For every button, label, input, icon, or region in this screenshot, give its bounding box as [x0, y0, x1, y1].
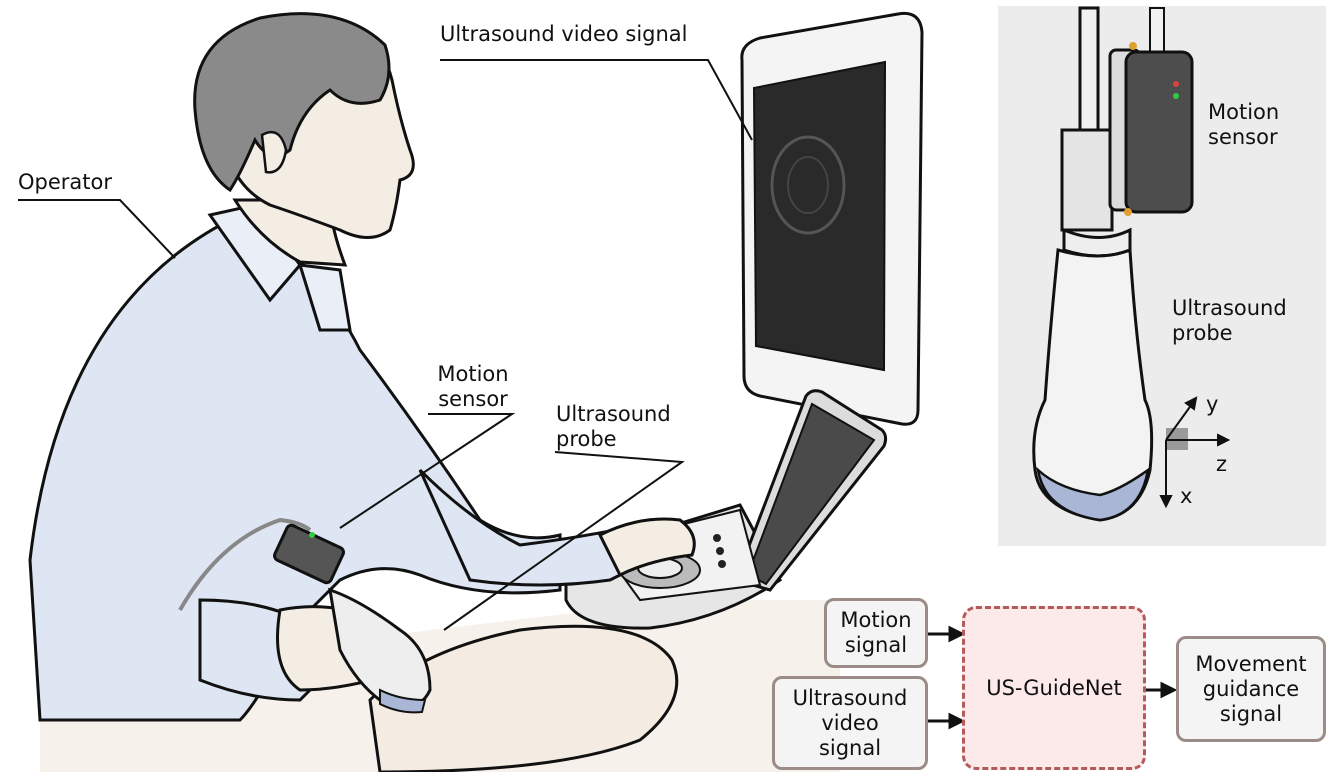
label-ultrasound-probe-main: Ultrasound probe	[556, 402, 671, 452]
motion-signal-box: Motion signal	[824, 598, 928, 668]
box-line: signal	[840, 633, 911, 658]
label-line: Ultrasound	[1172, 296, 1287, 321]
label-inset-motion-sensor: Motion sensor	[1208, 100, 1279, 150]
movement-guidance-signal-box: Movement guidance signal	[1176, 636, 1326, 742]
inset-motion-sensor	[1126, 52, 1192, 212]
box-line: signal	[793, 736, 908, 761]
label-line: probe	[556, 427, 671, 452]
label-line: sensor	[1208, 125, 1279, 150]
ultrasound-video-signal-box: Ultrasound video signal	[772, 676, 928, 770]
label-line: Ultrasound	[556, 402, 671, 427]
box-line: Movement	[1195, 652, 1306, 677]
label-line: Motion	[418, 362, 528, 387]
axis-label-x: x	[1180, 484, 1192, 509]
label-line: probe	[1172, 321, 1287, 346]
box-line: Motion	[840, 608, 911, 633]
label-motion-sensor-main: Motion sensor	[418, 362, 528, 412]
label-operator: Operator	[18, 170, 112, 195]
box-line: guidance	[1195, 677, 1306, 702]
label-inset-ultrasound-probe: Ultrasound probe	[1172, 296, 1287, 346]
box-line: video	[793, 711, 908, 736]
us-guidenet-box: US-GuideNet	[962, 606, 1146, 770]
monitor	[742, 13, 922, 424]
label-line: sensor	[418, 387, 528, 412]
box-line: signal	[1195, 702, 1306, 727]
label-line: Motion	[1208, 100, 1279, 125]
axis-label-z: z	[1216, 452, 1227, 477]
box-line: Ultrasound	[793, 686, 908, 711]
network-label: US-GuideNet	[986, 676, 1122, 701]
label-ultrasound-video-signal: Ultrasound video signal	[440, 22, 688, 47]
axis-label-y: y	[1206, 392, 1218, 417]
